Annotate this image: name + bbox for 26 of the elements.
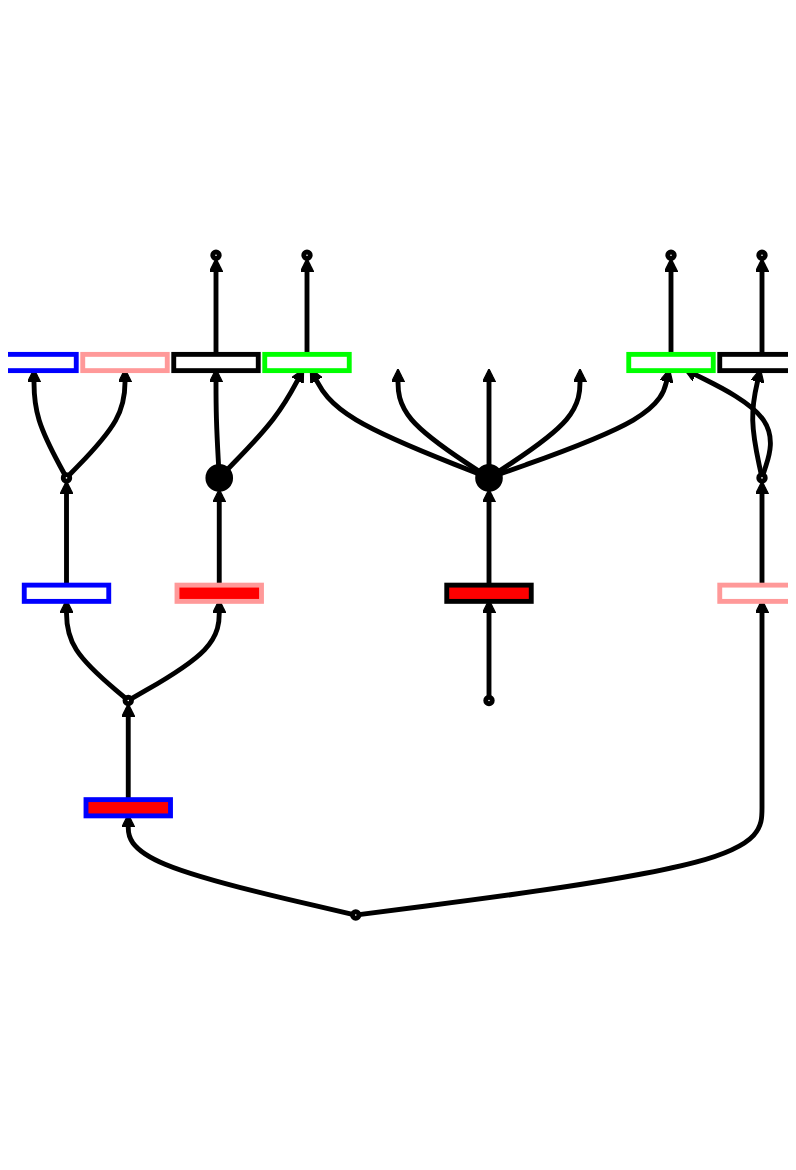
node-bar (626, 351, 716, 373)
node-circle (205, 463, 234, 492)
node-bar (174, 582, 264, 604)
node-bar (444, 582, 534, 604)
node-circle (665, 249, 677, 261)
arrow (309, 368, 480, 476)
node-bar (8, 351, 79, 373)
arrow (390, 368, 481, 474)
node-bar (717, 582, 788, 604)
node-circle (475, 463, 503, 492)
node-circle (60, 472, 73, 484)
arrow (497, 368, 588, 474)
node-bar (80, 351, 170, 373)
node-circle (756, 249, 768, 261)
node-bar (21, 582, 112, 604)
node-circle (301, 249, 313, 261)
node-bar (83, 797, 173, 819)
node-circle (122, 694, 134, 707)
arrow (498, 368, 674, 477)
node-circle (350, 909, 362, 921)
node-circle (756, 472, 768, 484)
node-circle (483, 694, 495, 707)
node-bar (717, 351, 788, 373)
node-bar (171, 351, 261, 373)
node-bar (262, 351, 352, 373)
node-circle (210, 249, 222, 261)
